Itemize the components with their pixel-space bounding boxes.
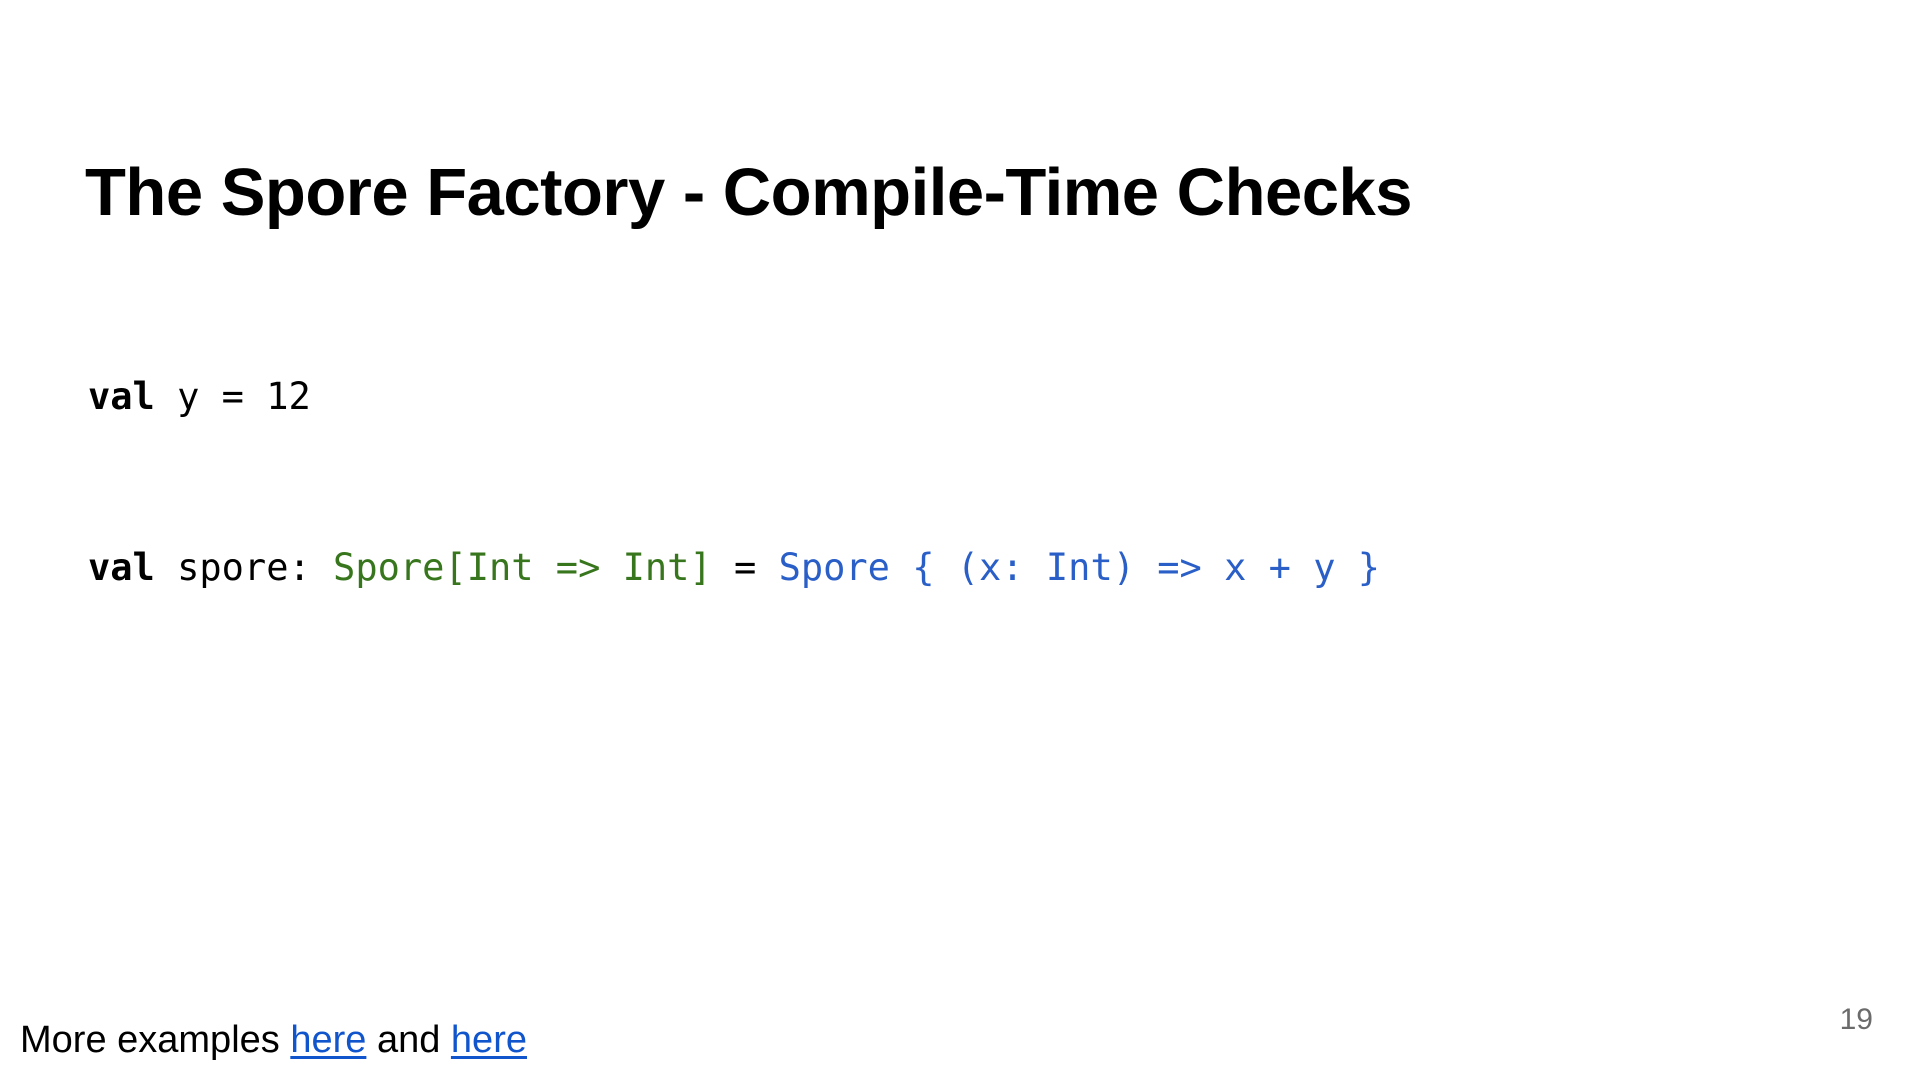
code-text: spore: — [154, 546, 334, 589]
code-keyword: val — [88, 375, 155, 418]
more-examples-link-2[interactable]: here — [450, 1019, 527, 1061]
code-expression: Spore { (x: Int) => x + y } — [778, 546, 1381, 589]
code-block: val y = 12 val spore: Spore[Int => Int] … — [88, 254, 1380, 710]
code-type-annotation: Spore[Int => Int] — [333, 546, 712, 589]
page-number: 19 — [1839, 1003, 1873, 1036]
code-text: y = 12 — [154, 375, 311, 418]
code-line: val spore: Spore[Int => Int] = Spore { (… — [88, 539, 1380, 596]
more-examples-link-1[interactable]: here — [290, 1019, 367, 1061]
footer-more-examples: More examples here and here — [20, 1021, 527, 1059]
footer-text: and — [366, 1019, 451, 1061]
code-keyword: val — [88, 546, 155, 589]
slide-title: The Spore Factory - Compile-Time Checks — [85, 154, 1413, 230]
code-line: val y = 12 — [88, 368, 1380, 425]
code-text: = — [711, 546, 779, 589]
footer-text: More examples — [20, 1019, 291, 1061]
